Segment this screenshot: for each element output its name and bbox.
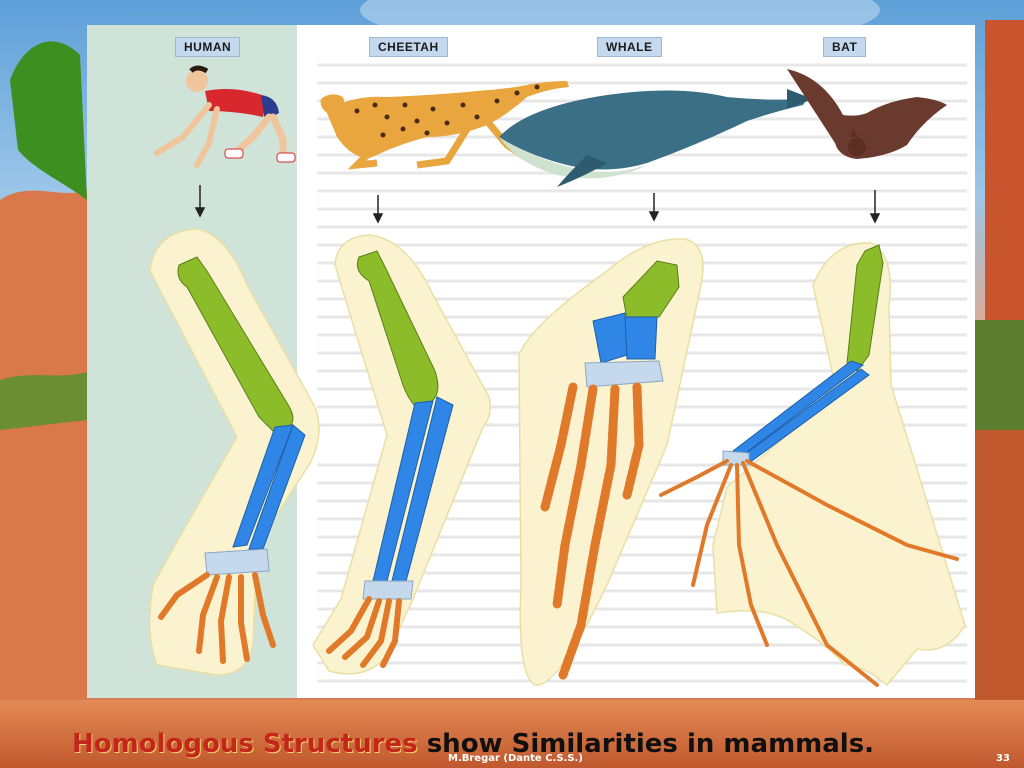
label-whale: WHALE [597, 37, 662, 57]
bat-wing [659, 242, 966, 687]
arrow-icons [194, 185, 881, 224]
label-cheetah: CHEETAH [369, 37, 448, 57]
human-runner-illustration [154, 65, 296, 168]
cheetah-forelimb [312, 234, 491, 675]
caption-rest: show Similarities in mammals. [426, 729, 875, 759]
whale-illustration [499, 89, 813, 187]
slide-credit: M.Bregar (Dante C.S.S.) [448, 753, 583, 764]
diagram-panel: HUMAN CHEETAH WHALE BAT [87, 25, 975, 698]
bat-illustration [787, 69, 947, 159]
caption-highlight: Homologous Structures [72, 729, 418, 759]
label-bat: BAT [823, 37, 867, 57]
human-forelimb [149, 228, 320, 676]
whale-flipper [518, 238, 704, 686]
homologous-limbs-diagram [87, 25, 967, 698]
cheetah-illustration [320, 81, 569, 170]
page-number: 33 [996, 753, 1010, 764]
slide-caption: Homologous Structures show Similarities … [72, 726, 972, 762]
label-human: HUMAN [175, 37, 241, 57]
